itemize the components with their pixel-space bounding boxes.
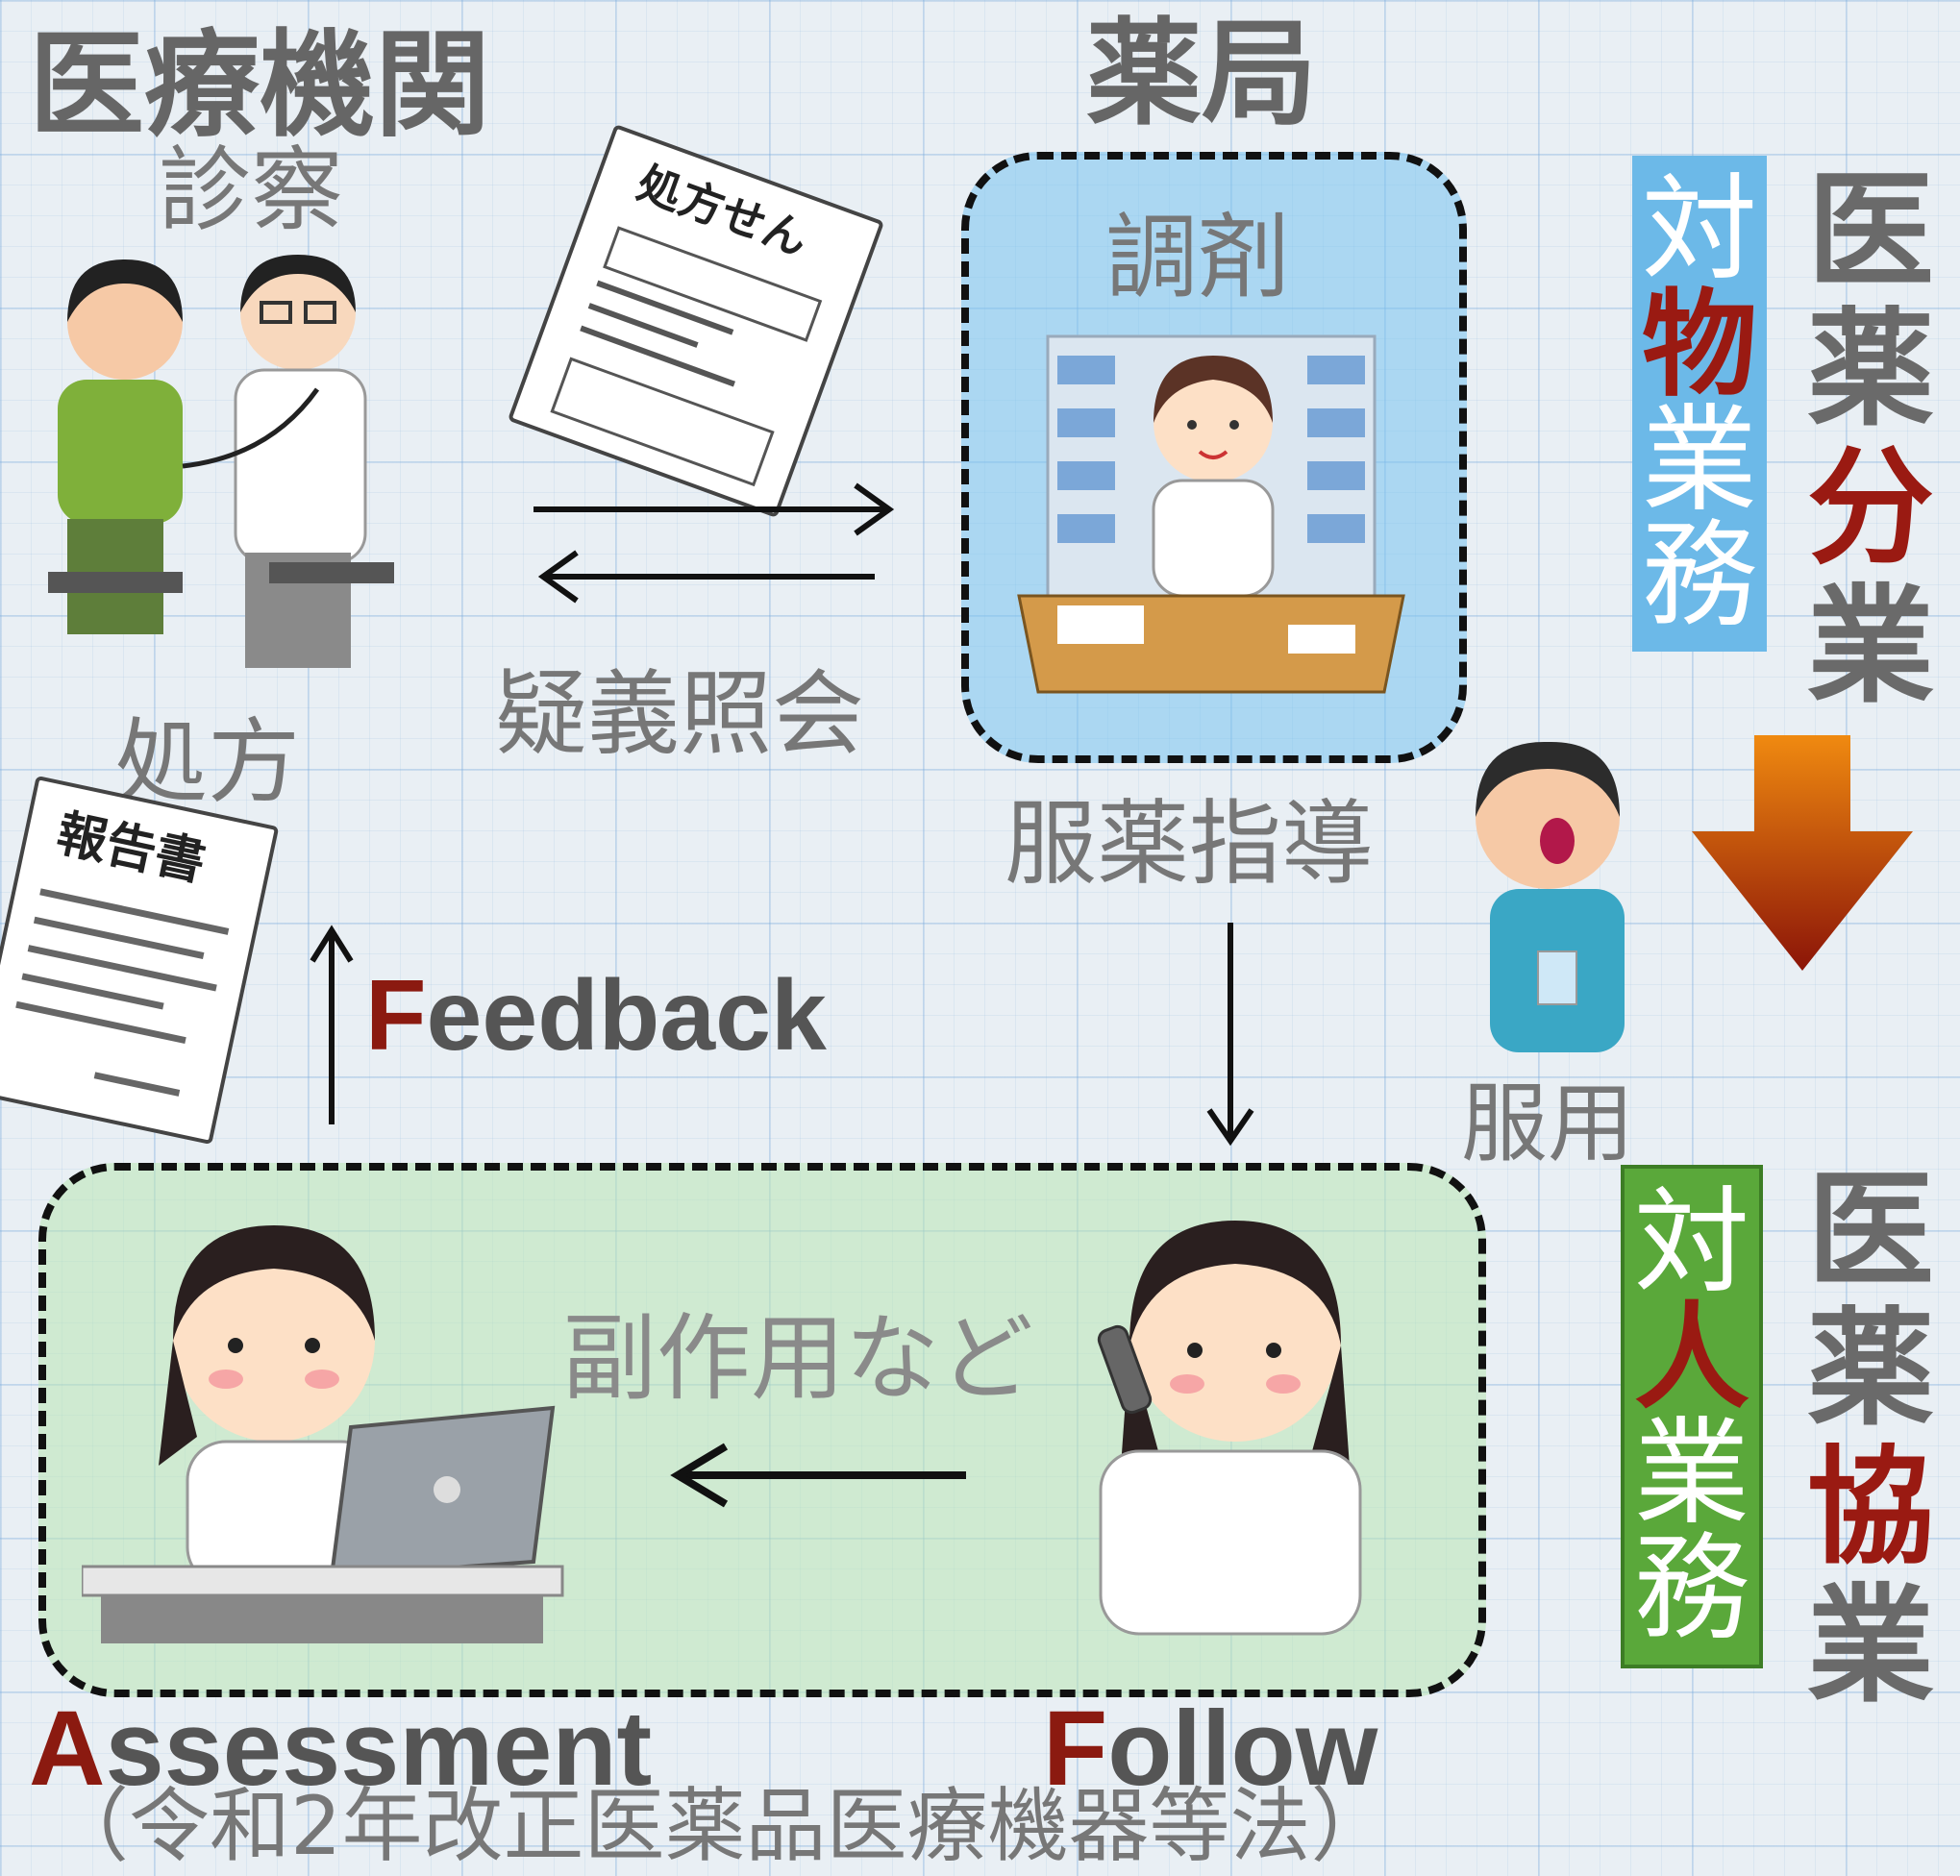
follow-label: Follow bbox=[1043, 1690, 1378, 1808]
pharmacy-heading: 薬局 bbox=[1086, 8, 1317, 141]
prescribe-label: 処方 bbox=[115, 708, 300, 816]
inquiry-label: 疑義照会 bbox=[495, 660, 864, 768]
feedback-label: Feedback bbox=[365, 960, 827, 1072]
pharmacist-on-phone-illustration bbox=[1097, 1221, 1362, 1636]
arrow-feedback-up bbox=[310, 925, 354, 1124]
pharmacist-dispensing-illustration bbox=[1017, 334, 1405, 694]
person-work-band: 対 人 業 務 bbox=[1621, 1165, 1763, 1668]
pharmacist-at-laptop-illustration bbox=[82, 1225, 564, 1643]
arrow-guidance-to-follow bbox=[1206, 923, 1254, 1147]
report-paper: 報告書 bbox=[0, 775, 280, 1146]
object-work-band: 対 物 業 務 bbox=[1632, 156, 1767, 652]
arrows-prescription-inquiry bbox=[533, 482, 895, 604]
cooperation-vertical: 医 薬 協 業 bbox=[1807, 1157, 1934, 1720]
examination-label: 診察 bbox=[159, 136, 343, 244]
taking-medicine-label: 服用 bbox=[1461, 1074, 1634, 1174]
side-effects-label: 副作用など bbox=[562, 1304, 1034, 1414]
medication-guidance-label: 服薬指導 bbox=[1005, 790, 1374, 898]
division-of-labor-vertical: 医 薬 分 業 bbox=[1807, 158, 1934, 721]
doctor-examining-patient-illustration bbox=[48, 255, 394, 668]
report-title: 報告書 bbox=[51, 804, 211, 893]
footer-law-note: （令和2年改正医薬品医療機器等法） bbox=[48, 1779, 1392, 1873]
patient-taking-medicine-illustration bbox=[1476, 741, 1625, 1052]
arrow-follow-to-assessment bbox=[670, 1443, 966, 1508]
prescription-paper: 処方せん bbox=[507, 123, 885, 519]
transition-down-arrow bbox=[1692, 735, 1913, 971]
dispensing-label: 調剤 bbox=[1105, 204, 1290, 311]
institution-heading: 医療機関 bbox=[29, 19, 490, 153]
assessment-label: Assessment bbox=[29, 1690, 653, 1808]
